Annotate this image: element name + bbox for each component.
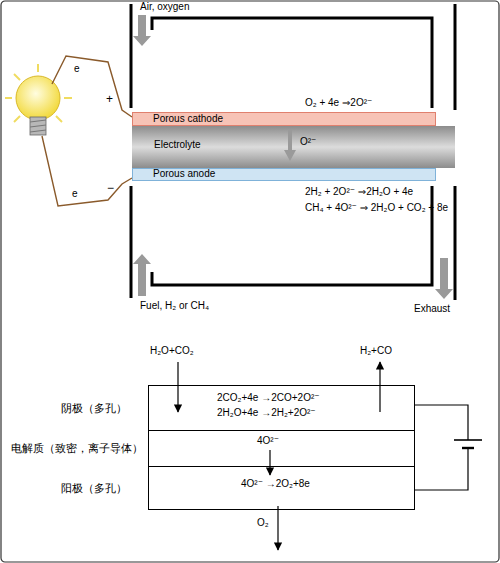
polarity-sign: +	[106, 92, 113, 106]
flow-label: Exhaust	[414, 303, 450, 315]
flow-label: H₂O+CO₂	[150, 345, 194, 357]
node-text: 4O²⁻ →2O₂+8e	[241, 478, 310, 490]
ion-label: O²⁻	[300, 136, 316, 148]
reaction-equation: O₂ + 4e ⇒2O²⁻	[305, 97, 372, 109]
flow-label: H₂+CO	[360, 345, 392, 357]
reaction-equation: CH₄ + 4O²⁻ ⇒ 2H₂O + CO₂ + 8e	[305, 202, 448, 214]
node-text: Electrolyte	[154, 139, 201, 151]
electron-label: e	[74, 63, 80, 75]
flow-arrow	[178, 362, 380, 550]
reaction-equation: 2H₂ + 2O²⁻ ⇒2H₂O + 4e	[305, 186, 413, 198]
cathode-band: Porous cathode	[132, 112, 436, 126]
node-text: 4O²⁻	[257, 435, 279, 447]
node-heading: 阳极（多孔）	[61, 482, 127, 495]
battery-symbol	[415, 405, 482, 490]
node-text: 2H₂O+4e →2H₂+2O²⁻	[217, 407, 316, 419]
wire	[42, 56, 132, 206]
anode-band: Porous anode	[132, 168, 436, 181]
electrolyte-box: 电解质（致密，离子导体）4O²⁻	[148, 430, 415, 467]
flow-label: O₂	[257, 517, 269, 529]
electrolyte-band: Electrolyte	[132, 126, 455, 168]
node-text: Porous anode	[153, 168, 215, 180]
flow-arrow	[133, 15, 453, 299]
anode-box: 阳极（多孔）4O²⁻ →2O₂+8e	[148, 466, 415, 510]
node-text: 2CO₂+4e →2CO+2O²⁻	[217, 392, 320, 404]
flow-label: Fuel, H₂ or CH₄	[140, 300, 209, 312]
housing	[131, 4, 455, 300]
node-text: Porous cathode	[153, 113, 223, 125]
polarity-sign: −	[107, 181, 114, 195]
electron-label: e	[72, 188, 78, 200]
node-heading: 电解质（致密，离子导体）	[11, 442, 143, 455]
cathode-box: 阴极（多孔）2CO₂+4e →2CO+2O²⁻2H₂O+4e →2H₂+2O²⁻	[148, 385, 415, 431]
electrolyte-fill	[132, 126, 455, 168]
light-bulb	[5, 64, 72, 135]
flow-label: Air, oxygen	[140, 1, 189, 13]
node-heading: 阴极（多孔）	[61, 402, 127, 415]
